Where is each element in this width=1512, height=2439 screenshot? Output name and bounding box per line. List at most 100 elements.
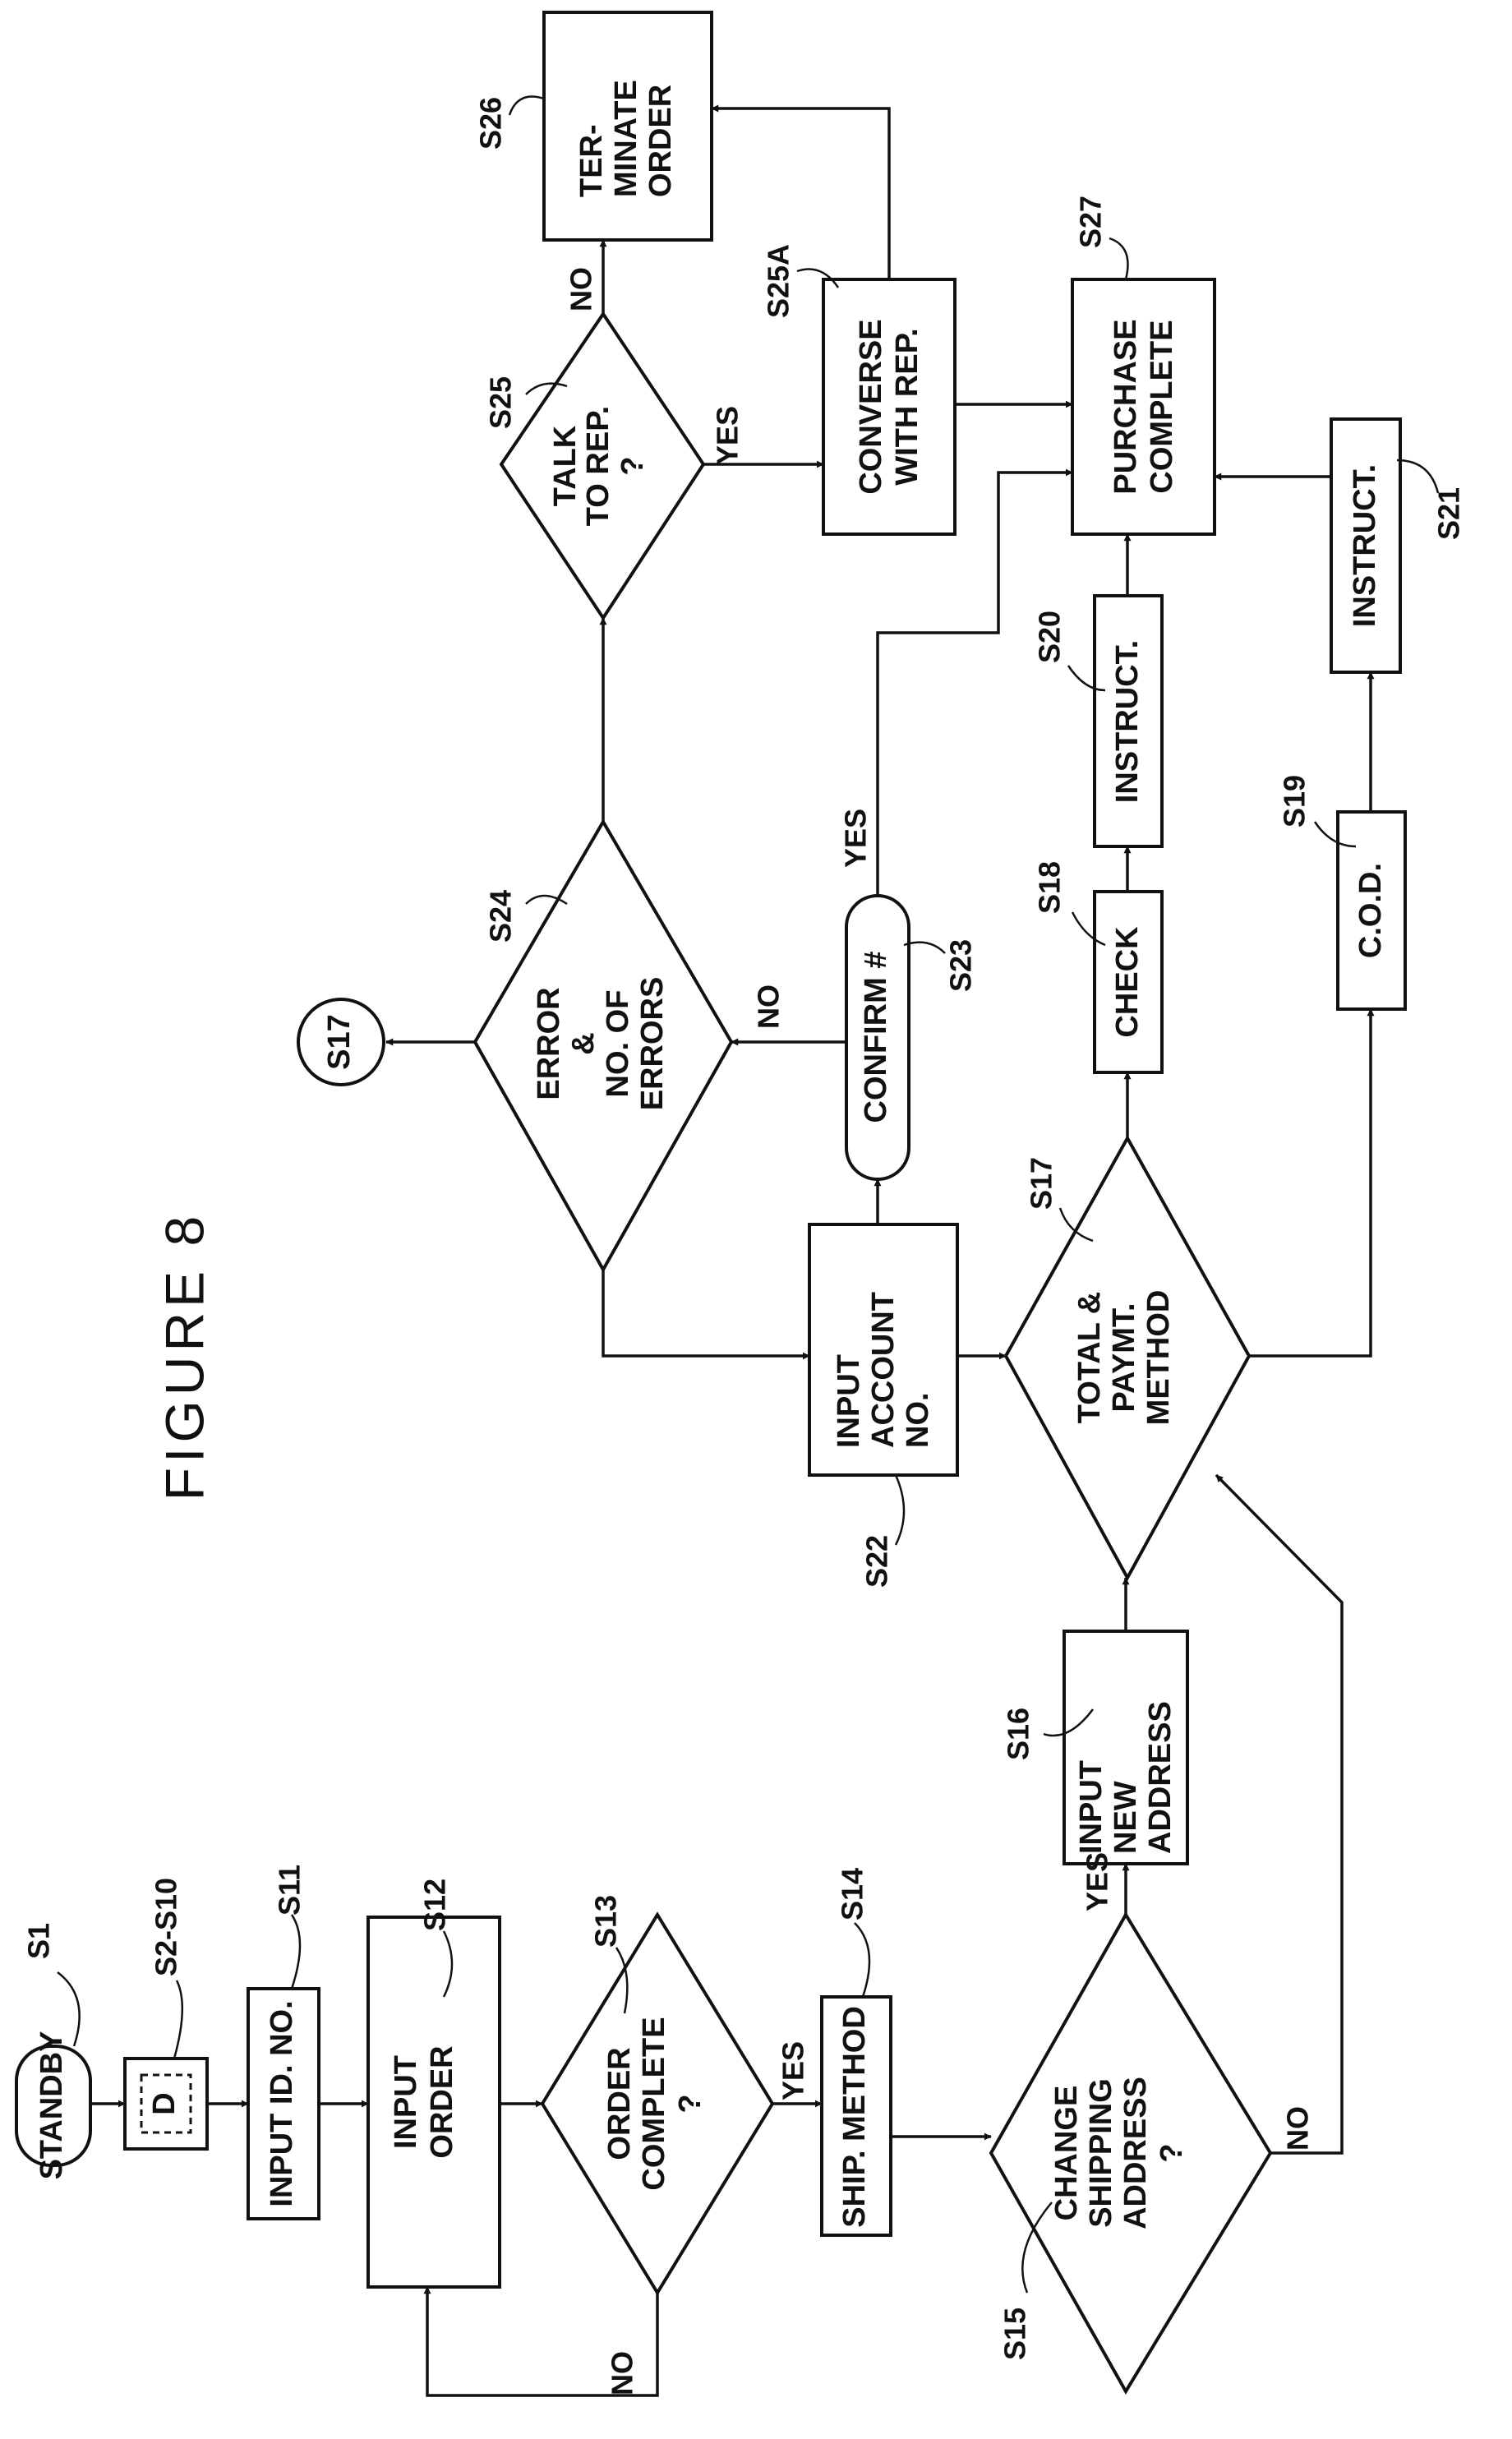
step-label-s15: S15 xyxy=(998,2308,1032,2360)
branch-labels: NO YES YES NO YES NO YES NO xyxy=(565,267,1315,2395)
node-s24-diamond xyxy=(472,818,734,1274)
node-s1-terminal xyxy=(15,2045,92,2167)
leader-s11 xyxy=(290,1914,302,1989)
s2-text: D xyxy=(147,2092,182,2114)
step-label-s12: S12 xyxy=(418,1879,452,1931)
s13-line3: ? xyxy=(673,2094,708,2113)
node-texts: STANDBY D INPUT ID. NO. INPUT ORDER ORDE… xyxy=(35,80,1388,2229)
step-labels: S1 S2-S10 S11 S12 S13 S14 S15 S16 S17 S1… xyxy=(22,97,1466,2360)
leader-lines xyxy=(57,95,1440,2294)
leader-s26 xyxy=(508,95,545,116)
edge-s23-s27 xyxy=(876,468,1073,896)
s13-line1: ORDER xyxy=(602,2047,637,2160)
step-label-s24: S24 xyxy=(484,890,518,943)
s24-line4: ERRORS xyxy=(635,977,670,1111)
s22-line3: NO. xyxy=(901,1392,935,1448)
s26-text: TER- MINATE ORDER xyxy=(574,80,678,197)
leader-s18 xyxy=(1071,911,1106,947)
s27-line2: COMPLETE xyxy=(1145,320,1179,493)
s16-line1: INPUT xyxy=(1074,1760,1109,1854)
node-s14-box xyxy=(820,1995,892,2237)
s17-connector-text: S17 xyxy=(322,1014,357,1070)
s23-text: CONFIRM # xyxy=(859,952,893,1123)
s16-text: INPUT NEW ADDRESS xyxy=(1074,1701,1178,1854)
leader-s21 xyxy=(1396,459,1440,494)
s12-line2: ORDER xyxy=(425,2045,459,2158)
s20-text: INSTRUCT. xyxy=(1110,640,1145,803)
leader-s13 xyxy=(615,1947,629,2014)
s18-text: CHECK xyxy=(1110,926,1145,1038)
step-label-s16: S16 xyxy=(1002,1708,1035,1760)
s21-text: INSTRUCT. xyxy=(1348,464,1382,627)
node-s20-box xyxy=(1093,594,1164,848)
s22-text: INPUT ACCOUNT NO. xyxy=(832,1292,935,1448)
node-s27-box xyxy=(1071,278,1216,536)
s26-line1: TER- xyxy=(574,124,609,197)
edge-s15-no-s17 xyxy=(1215,1473,1344,2155)
s1-text: STANDBY xyxy=(35,2031,69,2180)
step-label-s25: S25 xyxy=(484,376,518,429)
node-s25a-box xyxy=(822,278,957,536)
leader-s16 xyxy=(1043,1708,1094,1737)
leader-s24 xyxy=(525,894,568,906)
s27-text: PURCHASE COMPLETE xyxy=(1109,319,1179,494)
step-label-s17: S17 xyxy=(1025,1157,1058,1210)
node-s16-box xyxy=(1063,1630,1189,1865)
step-label-s26: S26 xyxy=(474,97,508,150)
edge-s17-s19 xyxy=(1249,1008,1375,1358)
step-label-s14: S14 xyxy=(836,1868,869,1920)
node-s2-box xyxy=(123,2057,209,2151)
s16-line2: NEW xyxy=(1109,1781,1143,1854)
leader-s25 xyxy=(525,382,568,395)
branch-s15-yes: YES xyxy=(1081,1852,1114,1911)
s15-line1: CHANGE xyxy=(1049,2086,1084,2221)
leader-s25a xyxy=(796,268,840,288)
step-label-s13: S13 xyxy=(589,1895,623,1948)
node-s22-box xyxy=(808,1223,959,1477)
s24-line2: & xyxy=(566,1032,601,1054)
s25a-line2: WITH REP. xyxy=(890,328,924,485)
node-s25-diamond xyxy=(499,311,706,621)
s22-line1: INPUT xyxy=(832,1354,866,1448)
node-s17-connector-circle xyxy=(297,998,385,1086)
s15-line3: ADDRESS xyxy=(1118,2077,1153,2229)
step-label-s20: S20 xyxy=(1033,611,1067,663)
edge-s25a-s26 xyxy=(711,104,891,279)
connectors xyxy=(90,104,1375,2397)
s15-line4: ? xyxy=(1155,2143,1189,2162)
step-label-s27: S27 xyxy=(1074,196,1108,248)
branch-s25-no: NO xyxy=(565,267,598,311)
leader-s12 xyxy=(442,1930,454,1998)
s25-line1: TALK xyxy=(548,425,583,506)
node-s21-box xyxy=(1330,417,1402,674)
node-s23-terminal xyxy=(845,894,910,1181)
node-s26-box xyxy=(542,11,713,242)
edge-s24-s22 xyxy=(602,1270,810,1360)
s24-line3: NO. OF xyxy=(601,990,635,1098)
step-label-s18: S18 xyxy=(1033,861,1067,914)
branch-s15-no: NO xyxy=(1281,2106,1315,2151)
s25-line2: TO REP. xyxy=(581,406,615,526)
edge-s13-no-s12 xyxy=(423,2286,659,2397)
leader-s15 xyxy=(1021,2202,1053,2294)
leader-s2 xyxy=(173,1980,183,2059)
branch-s24-no: NO xyxy=(752,984,786,1029)
node-s2-inner-dashed xyxy=(140,2073,192,2134)
leader-s22 xyxy=(894,1474,906,1546)
leader-s19 xyxy=(1313,821,1357,848)
step-label-s2: S2-S10 xyxy=(150,1878,183,1976)
s24-text: ERROR & NO. OF ERRORS xyxy=(532,977,670,1111)
leader-s27 xyxy=(1109,237,1129,280)
s17-line3: METHOD xyxy=(1141,1290,1176,1426)
s26-line3: ORDER xyxy=(643,85,678,197)
leader-s20 xyxy=(1067,665,1106,692)
s27-line1: PURCHASE xyxy=(1109,319,1143,494)
s12-line1: INPUT xyxy=(389,2055,423,2149)
s25-text: TALK TO REP. ? xyxy=(548,406,650,526)
s25-line3: ? xyxy=(615,456,650,475)
node-s19-box xyxy=(1336,810,1407,1011)
node-s12-box xyxy=(366,1916,501,2289)
node-s17-diamond xyxy=(1003,1134,1252,1582)
s16-line3: ADDRESS xyxy=(1143,1701,1178,1854)
